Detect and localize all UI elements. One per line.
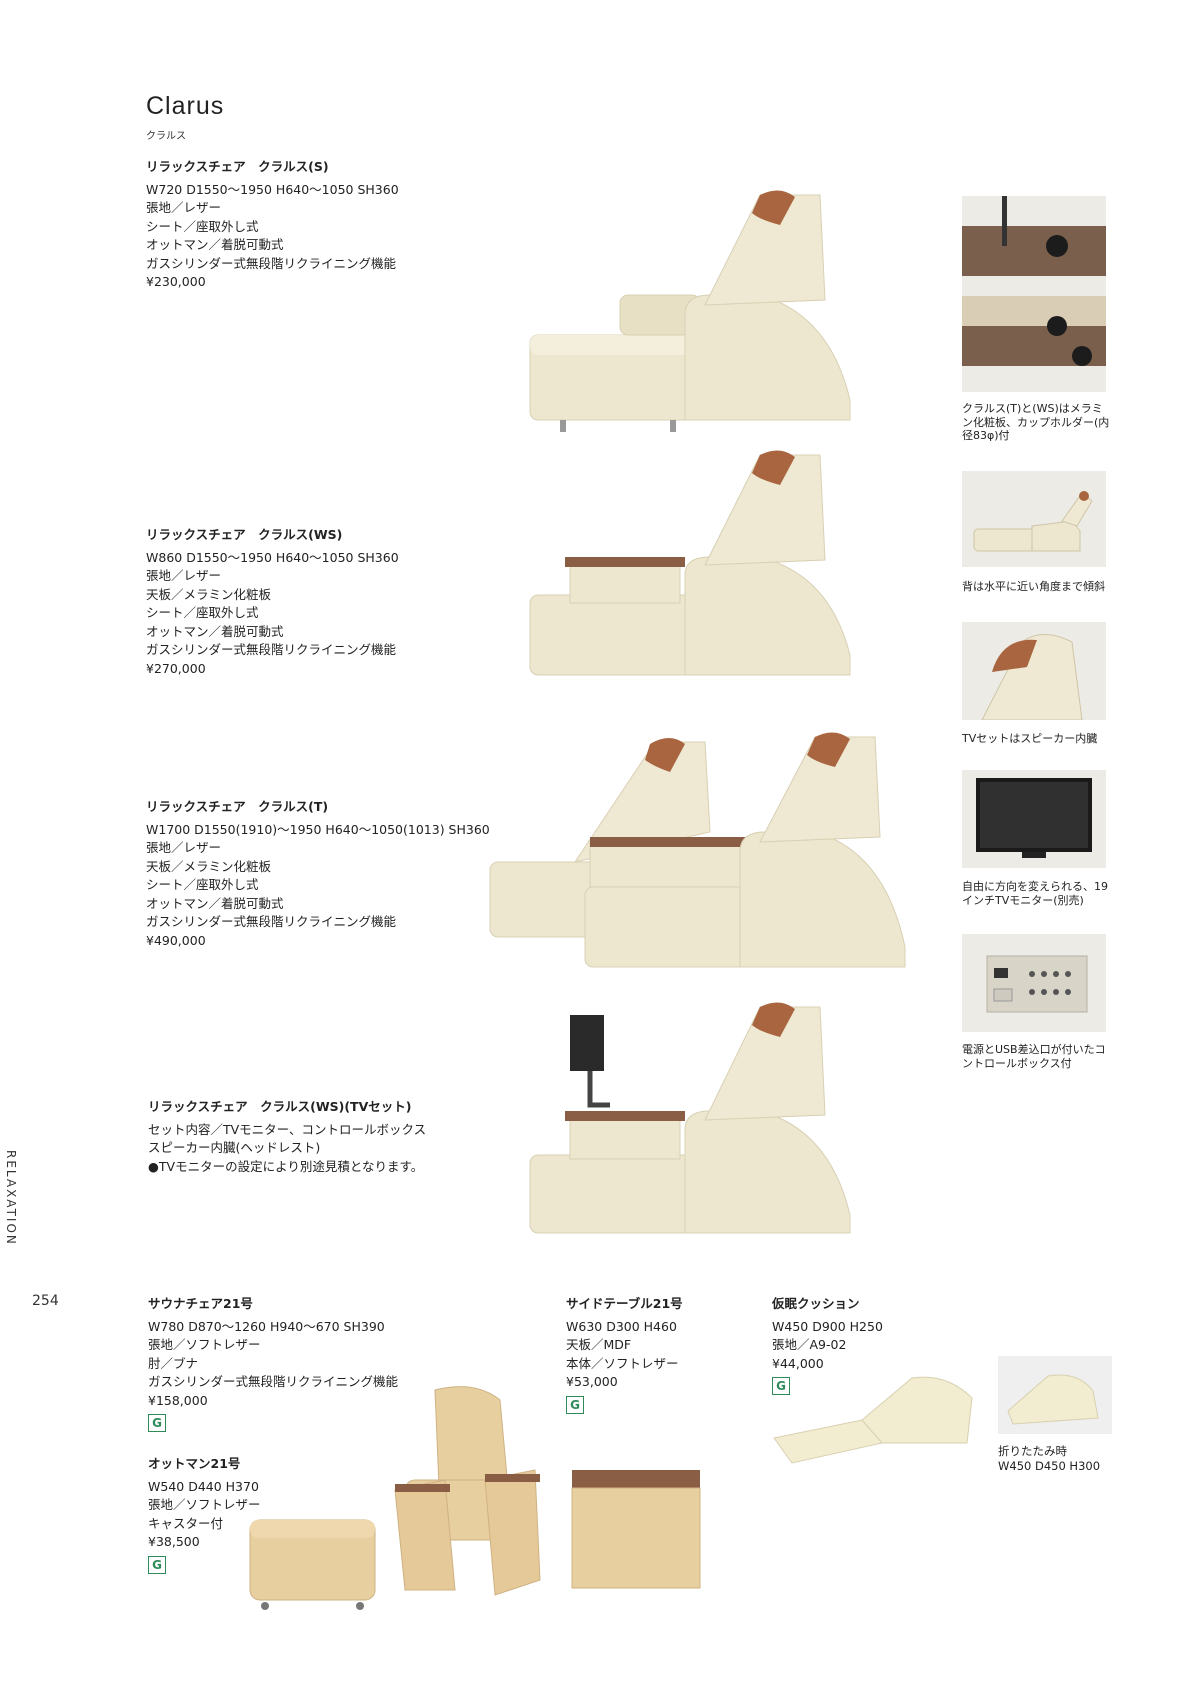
spec-line: W860 D1550〜1950 H640〜1050 SH360: [146, 549, 399, 565]
product-name: オットマン21号: [148, 1456, 241, 1471]
product-spec-ottoman: オットマン21号 W540 D440 H370 張地／ソフトレザー キャスター付…: [148, 1455, 261, 1574]
folded-dims: W450 D450 H300: [998, 1459, 1101, 1473]
spec-line: ガスシリンダー式無段階リクライニング機能: [148, 1374, 399, 1389]
spec-line: ガスシリンダー式無段階リクライニング機能: [146, 914, 397, 929]
product-spec-clarus-ws-tv: リラックスチェア クラルス(WS)(TVセット) セット内容／TVモニター、コン…: [148, 1098, 426, 1176]
page-number: 254: [32, 1293, 59, 1309]
spec-line: 肘／ブナ: [148, 1355, 199, 1371]
section-label: RELAXATION: [4, 1150, 18, 1246]
spec-line: 天板／メラミン化粧板: [146, 586, 272, 602]
spec-line: 張地／レザー: [146, 568, 222, 583]
spec-line: W450 D900 H250: [772, 1318, 883, 1334]
g-mark-badge: G: [148, 1414, 166, 1432]
spec-line: 張地／レザー: [146, 840, 222, 855]
spec-line: W540 D440 H370: [148, 1478, 259, 1494]
product-name: リラックスチェア クラルス(WS)(TVセット): [148, 1099, 412, 1114]
price: ¥44,000: [772, 1355, 824, 1371]
product-spec-sauna-chair: サウナチェア21号 W780 D870〜1260 H940〜670 SH390 …: [148, 1295, 398, 1433]
page-subtitle: クラルス: [146, 131, 186, 142]
spec-line: 張地／レザー: [146, 200, 222, 215]
spec-line: オットマン／着脱可動式: [146, 623, 284, 639]
side-table-image: [571, 1470, 701, 1589]
spec-line: セット内容／TVモニター、コントロールボックス: [148, 1121, 427, 1137]
folded-cushion-photo: [998, 1356, 1112, 1434]
spec-note: ●TVモニターの設定により別途見積となります。: [148, 1158, 424, 1174]
price: ¥490,000: [146, 932, 206, 948]
spec-line: オットマン／着脱可動式: [146, 237, 284, 252]
spec-line: W780 D870〜1260 H940〜670 SH390: [148, 1318, 385, 1334]
spec-line: W1700 D1550(1910)〜1950 H640〜1050(1013) S…: [146, 821, 490, 837]
spec-line: シート／座取外し式: [146, 877, 259, 892]
product-spec-clarus-ws: リラックスチェア クラルス(WS) W860 D1550〜1950 H640〜1…: [146, 526, 399, 678]
product-name: リラックスチェア クラルス(S): [146, 159, 329, 174]
spec-line: シート／座取外し式: [146, 218, 259, 234]
spec-line: 張地／ソフトレザー: [148, 1337, 261, 1352]
product-name: リラックスチェア クラルス(T): [146, 799, 329, 814]
spec-line: W630 D300 H460: [566, 1318, 677, 1334]
spec-line: シート／座取外し式: [146, 605, 259, 620]
product-name: 仮眠クッション: [772, 1296, 860, 1311]
folded-label: 折りたたみ時: [998, 1444, 1067, 1458]
spec-line: 天板／メラミン化粧板: [146, 858, 272, 874]
product-name: リラックスチェア クラルス(WS): [146, 527, 343, 542]
folded-caption: 折りたたみ時 W450 D450 H300: [998, 1444, 1100, 1474]
g-mark-badge: G: [772, 1377, 790, 1395]
price: ¥38,500: [148, 1534, 200, 1549]
sauna-chair-image: [249, 1386, 541, 1610]
spec-line: 張地／ソフトレザー: [148, 1497, 261, 1512]
spec-line: 張地／A9-02: [772, 1337, 847, 1352]
product-name: サイドテーブル21号: [566, 1296, 683, 1311]
product-name: サウナチェア21号: [148, 1296, 253, 1311]
spec-line: ガスシリンダー式無段階リクライニング機能: [146, 642, 397, 657]
detail-photo-headrest: [962, 622, 1106, 720]
chair-image-t: [489, 732, 906, 968]
chair-image-ws-tv: [529, 1002, 851, 1234]
detail-caption-headrest: TVセットはスピーカー内臓: [962, 732, 1098, 745]
spec-line: W720 D1550〜1950 H640〜1050 SH360: [146, 181, 399, 197]
spec-line: スピーカー内臓(ヘッドレスト): [148, 1140, 321, 1155]
detail-photo-cupholder: [962, 196, 1106, 392]
nap-cushion-image: [773, 1376, 973, 1464]
spec-line: 天板／MDF: [566, 1337, 632, 1352]
page-title: Clarus: [146, 92, 225, 120]
price: ¥158,000: [148, 1392, 208, 1408]
g-mark-badge: G: [566, 1395, 584, 1414]
product-spec-clarus-s: リラックスチェア クラルス(S) W720 D1550〜1950 H640〜10…: [146, 158, 399, 292]
spec-line: 本体／ソフトレザー: [566, 1355, 679, 1371]
product-spec-nap-cushion: 仮眠クッション W450 D900 H250 張地／A9-02 ¥44,000 …: [772, 1295, 883, 1396]
detail-caption-cupholder: クラルス(T)と(WS)はメラミン化粧板、カップホルダー(内径83φ)付: [962, 402, 1110, 442]
g-mark-badge: G: [148, 1555, 166, 1574]
product-spec-clarus-t: リラックスチェア クラルス(T) W1700 D1550(1910)〜1950 …: [146, 798, 490, 950]
detail-caption-monitor: 自由に方向を変えられる、19インチTVモニター(別売): [962, 880, 1108, 907]
spec-line: ガスシリンダー式無段階リクライニング機能: [146, 255, 397, 271]
detail-caption-recline: 背は水平に近い角度まで傾斜: [962, 580, 1105, 593]
spec-line: オットマン／着脱可動式: [146, 895, 284, 911]
price: ¥230,000: [146, 274, 206, 289]
detail-photo-control-box: [962, 934, 1106, 1032]
chair-image-ws: [529, 450, 851, 676]
product-spec-side-table: サイドテーブル21号 W630 D300 H460 天板／MDF 本体／ソフトレ…: [566, 1295, 683, 1414]
detail-photo-recline: [962, 471, 1106, 567]
chair-image-s: [529, 190, 851, 432]
spec-line: キャスター付: [148, 1515, 224, 1531]
detail-caption-control-box: 電源とUSB差込口が付いたコントロールボックス付: [962, 1043, 1106, 1070]
price: ¥53,000: [566, 1374, 618, 1389]
detail-photo-monitor: [962, 770, 1106, 868]
price: ¥270,000: [146, 660, 206, 676]
